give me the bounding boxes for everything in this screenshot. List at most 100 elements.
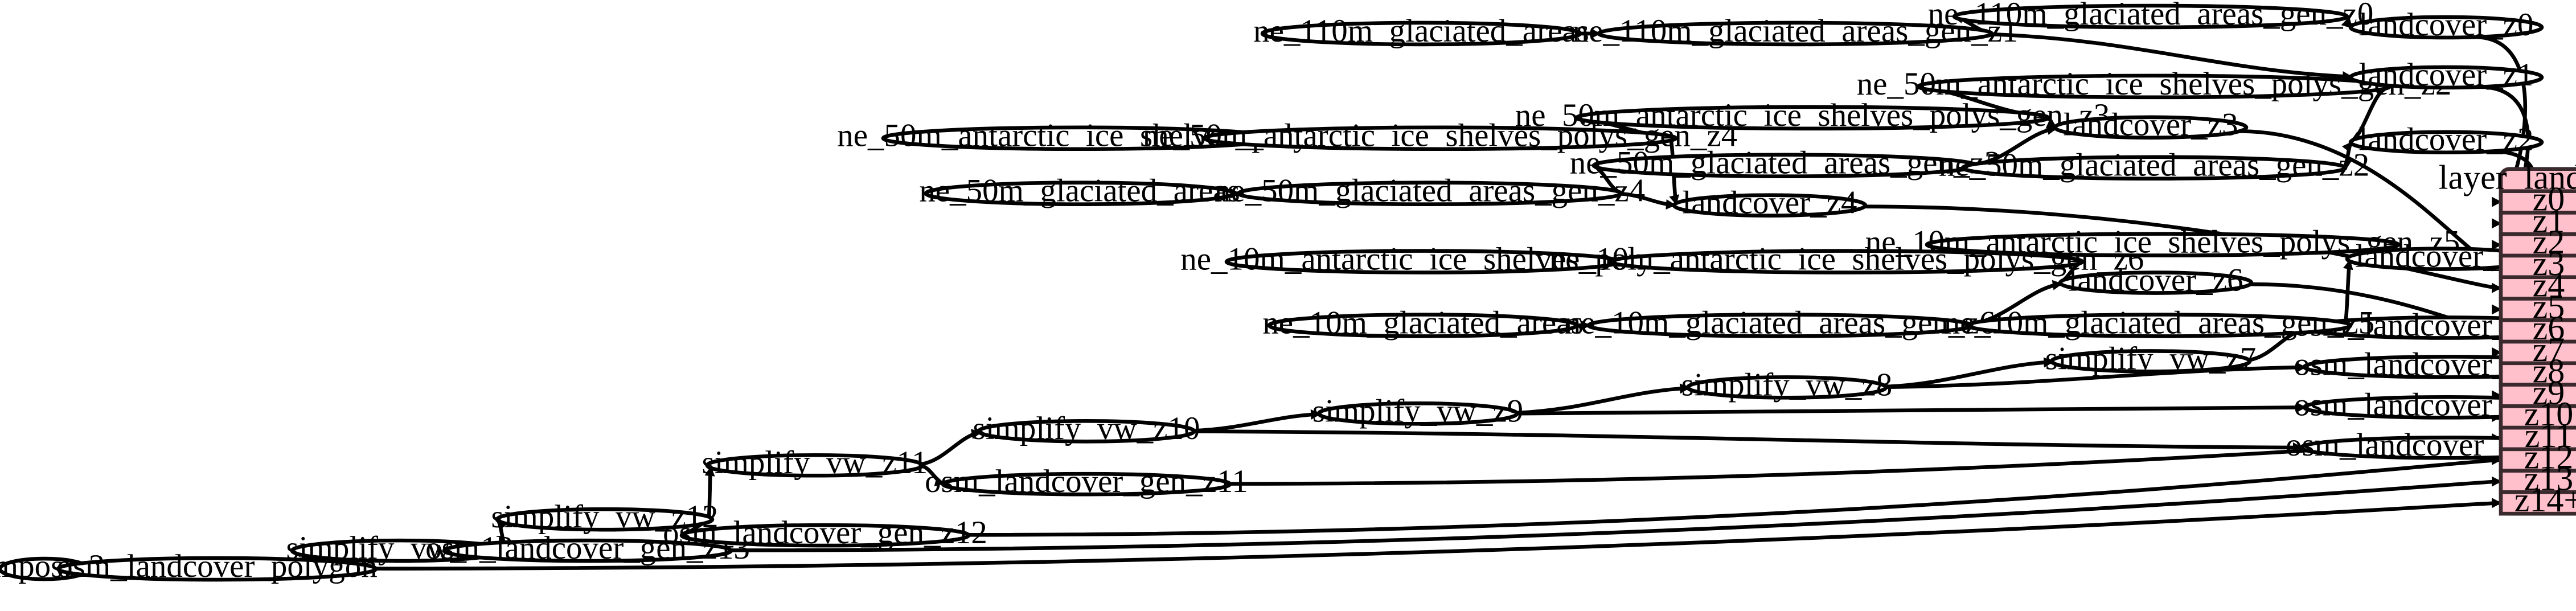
edge-simplify_vw_z11-to-simplify_vw_z10 [921,430,981,466]
edge-arrowhead [2492,218,2502,229]
node-shape [1260,20,1582,47]
node-simplify_vw_z11[interactable]: simplify_vw_z11 [702,445,928,481]
node-landcover_z4[interactable]: landcover_z4 [1672,185,1868,221]
node-landcover_z0[interactable]: landcover_z0 [2348,7,2544,43]
node-label: ne_10m_glaciated_areas_gen_z5 [1944,305,2374,341]
node-ne_50m_antarctic_ice_shelves_polys_gen_z4[interactable]: ne_50m_antarctic_ice_shelves_polys_gen_z… [1143,118,1738,154]
table-row-z7[interactable] [2499,339,2576,366]
table-row-z11[interactable] [2499,425,2576,452]
node-label: simplify_vw_z9 [1312,393,1523,429]
edge-arrowhead [2341,141,2352,153]
node-label: ne_50m_glaciated_areas [919,173,1240,209]
node-ne_50m_glaciated_areas_gen_z2[interactable]: ne_50m_glaciated_areas_gen_z2 [1939,147,2369,183]
table-row-z0[interactable] [2499,189,2576,215]
node-ne_110m_glaciated_areas_gen_z1[interactable]: ne_110m_glaciated_areas_gen_z1 [1573,13,2019,49]
edge-arrowhead [2052,280,2063,290]
node-shape [1236,181,1623,206]
node-label: ne_50m_antarctic_ice_shelves_polys_gen_z… [1515,97,2110,133]
table-row-z13[interactable] [2499,469,2576,494]
node-ne_110m_glaciated_areas_gen_z0[interactable]: ne_110m_glaciated_areas_gen_z0 [1928,0,2374,32]
edge-arrowhead [2341,18,2352,28]
edge-arrowhead [2292,442,2303,453]
node-landcover_z6[interactable]: landcover_z6 [2058,263,2254,298]
node-simplify_vw_z7[interactable]: simplify_vw_z7 [2045,341,2256,376]
node-shape [1966,313,2353,338]
node-shape [705,453,925,478]
node-label: ne_10m_glaciated_areas [1262,305,1583,341]
node-label: landcover_z0 [2358,7,2533,43]
edge-simplify_vw_z9-to-osm_landcover_gen_z9 [1516,405,2305,416]
node-shape [2348,65,2544,90]
node-ne_50m_glaciated_areas_gen_z3[interactable]: ne_50m_glaciated_areas_gen_z3 [1570,145,2000,181]
node-ne_110m_glaciated_areas[interactable]: ne_110m_glaciated_areas [1253,13,1589,49]
node-osm_landcover_gen_z13[interactable]: osm_landcover_gen_z13 [425,530,750,566]
node-ne_50m_antarctic_ice_shelves_polys_gen_z3[interactable]: ne_50m_antarctic_ice_shelves_polys_gen_z… [1515,97,2110,133]
node-ne_10m_glaciated_areas_gen_z5[interactable]: ne_10m_glaciated_areas_gen_z5 [1944,305,2374,341]
node-ne_50m_antarctic_ice_shelves_polys_gen_z2[interactable]: ne_50m_antarctic_ice_shelves_polys_gen_z… [1857,66,2452,102]
edge-arrowhead [1679,383,1690,394]
node-landcover_z3[interactable]: landcover_z3 [2053,107,2249,143]
node-shape [1925,232,2401,257]
node-shape [1597,20,1994,47]
edge-arrowhead [2492,196,2502,207]
edge-arrowhead [1580,320,1591,331]
edge-arrowhead [1669,194,1680,206]
node-shape [1267,313,1579,338]
node-label: ne_110m_glaciated_areas_gen_z0 [1928,0,2374,32]
node-label: simplify_vw_z12 [491,499,719,535]
edge-arrowhead [2043,357,2054,368]
edge-simplify_vw_z9-to-simplify_vw_z8 [1516,386,1688,415]
node-osm_landcover_gen_z11[interactable]: osm_landcover_gen_z11 [925,464,1248,499]
edge-osm_landcover_gen_z12-to-table_z12 [968,458,2500,537]
edge-arrowhead [2492,476,2502,487]
node-landcover_z1[interactable]: landcover_z1 [2348,57,2544,93]
node-shape [924,181,1236,206]
layer-landcover-table: layer_landcoverz0z1z2z3z4z5z6z7z8z9z10z1… [2439,158,2576,519]
node-shape [1685,375,1888,400]
edge-osm_landcover_polygon-to-table_z14 [375,501,2500,571]
node-simplify_vw_z9[interactable]: simplify_vw_z9 [1312,393,1523,429]
table-row-z14plus[interactable] [2499,490,2576,516]
node-ne_50m_glaciated_areas[interactable]: ne_50m_glaciated_areas [919,173,1240,209]
node-label: simplify_vw_z7 [2045,341,2256,376]
node-simplify_vw_z12[interactable]: simplify_vw_z12 [491,499,719,535]
node-ne_10m_antarctic_ice_shelves_polys_gen_z6[interactable]: ne_10m_antarctic_ice_shelves_polys_gen_z… [1549,241,2144,277]
edge-arrowhead [2492,304,2502,315]
edge-arrowhead [2492,282,2502,293]
table-row-label: z14+ [2515,481,2576,519]
node-osm_landcover_gen_z12[interactable]: osm_landcover_gen_z12 [663,515,987,551]
edge-arrowhead [2296,402,2307,413]
node-shape [1672,193,1868,218]
node-landcover_z2[interactable]: landcover_z2 [2348,122,2544,158]
node-label: ne_110m_glaciated_areas_gen_z1 [1573,13,2019,49]
node-label: simplify_vw_z8 [1681,367,1892,403]
node-shape [1316,401,1519,426]
node-shape [56,556,378,582]
edge-osm_landcover_gen_z13-to-table_z13 [731,479,2500,552]
edge-arrowhead [2492,347,2502,358]
nodes-layer: imposm3osm_landcover_polygonsimplify_vw_… [0,0,2576,584]
edge-arrowhead [1310,409,1321,420]
edge-ne_110m_glaciated_areas_gen_z1-to-landcover_z1 [1991,32,2351,79]
node-shape [2058,270,2254,295]
edge-arrowhead [2296,362,2307,373]
edge-simplify_vw_z10-to-simplify_vw_z9 [1193,412,1319,433]
node-label: ne_50m_glaciated_areas_gen_z4 [1215,173,1645,209]
node-simplify_vw_z8[interactable]: simplify_vw_z8 [1681,367,1892,403]
node-shape [1960,155,2348,181]
node-ne_10m_glaciated_areas[interactable]: ne_10m_glaciated_areas [1262,305,1583,341]
table-row-z2[interactable] [2499,232,2576,258]
node-ne_10m_glaciated_areas_gen_z6[interactable]: ne_10m_glaciated_areas_gen_z6 [1565,305,1995,341]
edge-arrowhead [704,466,715,477]
node-label: ne_50m_antarctic_ice_shelves_polys_gen_z… [1857,66,2452,102]
node-label: osm_landcover_gen_z11 [925,464,1248,499]
node-shape [2053,115,2249,140]
node-label: ne_50m_glaciated_areas_gen_z3 [1570,145,2000,181]
edge-arrowhead [2492,240,2502,251]
node-simplify_vw_z10[interactable]: simplify_vw_z10 [973,411,1200,446]
node-ne_50m_glaciated_areas_gen_z4[interactable]: ne_50m_glaciated_areas_gen_z4 [1215,173,1645,209]
node-ne_10m_antarctic_ice_shelves_polys[interactable]: ne_10m_antarctic_ice_shelves_polys [1180,241,1666,277]
node-shape [1574,105,2050,131]
